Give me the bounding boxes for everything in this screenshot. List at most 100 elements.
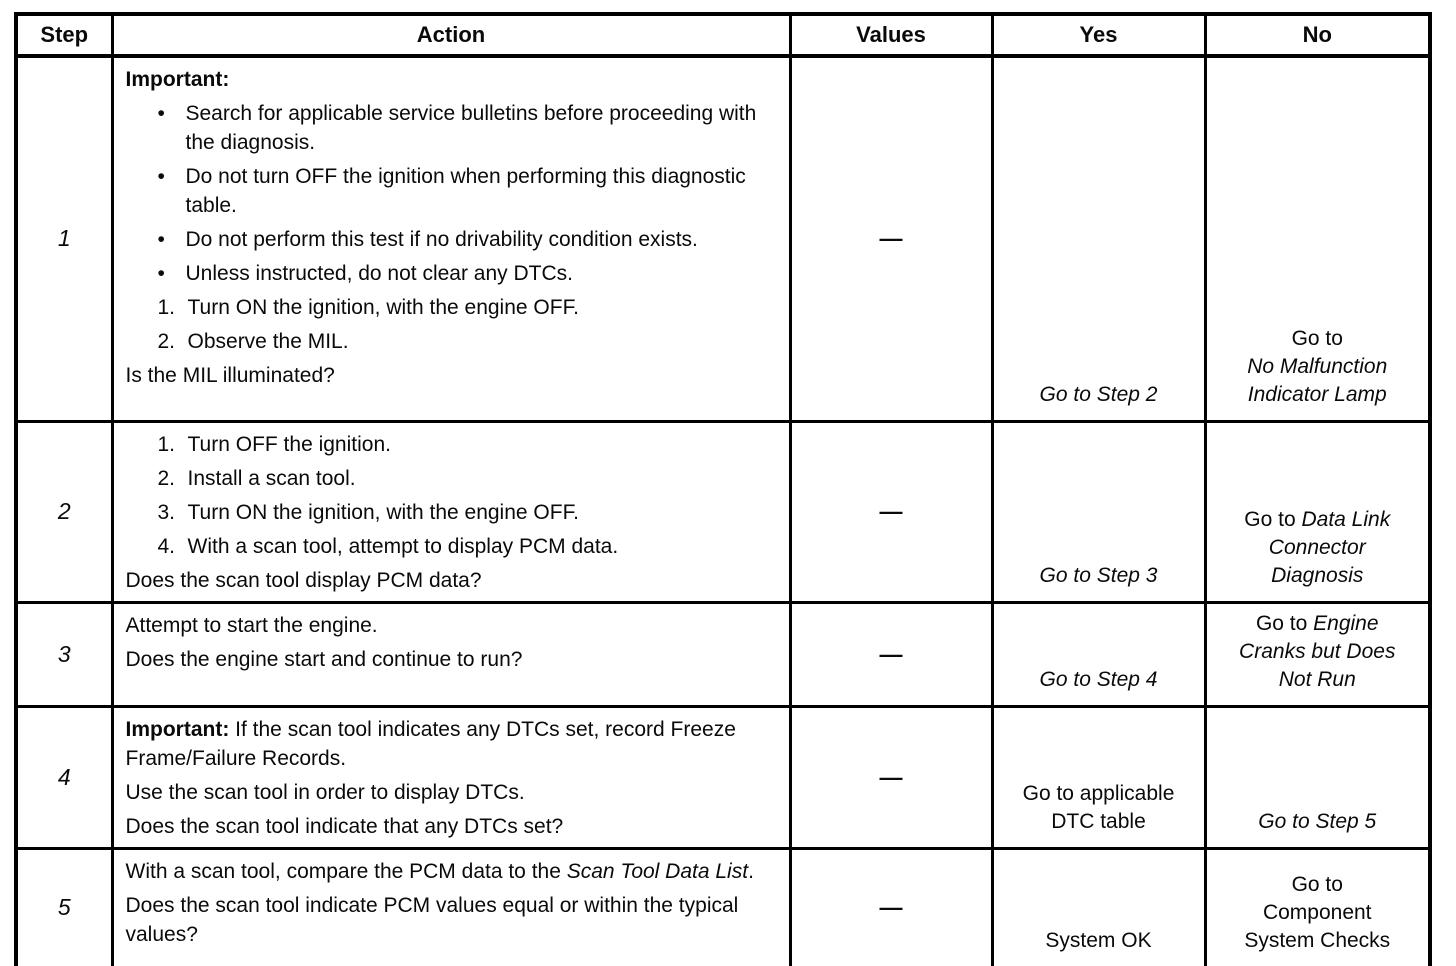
action-text: With a scan tool, compare the PCM data t…: [126, 857, 779, 886]
bullet-icon: •: [157, 228, 165, 251]
numbered-item-number: 2.: [157, 330, 176, 353]
action-cell: With a scan tool, compare the PCM data t…: [110, 846, 792, 966]
yes-cell: Go to Step 3: [990, 419, 1207, 604]
bullet-item: • Do not turn OFF the ignition when perf…: [126, 162, 779, 220]
no-cell: Go to Data Link Connector Diagnosis: [1203, 419, 1432, 604]
numbered-item-text: Turn ON the ignition, with the engine OF…: [187, 500, 579, 524]
bullet-item: • Search for applicable service bulletin…: [126, 99, 779, 157]
numbered-item: 1. Turn ON the ignition, with the engine…: [126, 293, 779, 322]
numbered-item-text: Turn OFF the ignition.: [187, 432, 391, 456]
goto-prefix: Go to: [1244, 507, 1302, 531]
table-row-step-5: 5 With a scan tool, compare the PCM data…: [14, 846, 1432, 966]
goto-line: Component: [1262, 901, 1372, 924]
bullet-text: Do not turn OFF the ignition when perfor…: [185, 165, 746, 217]
numbered-item-text: Install a scan tool.: [187, 466, 356, 490]
diagnostic-table: Step Action Values Yes No 1 Important: •…: [14, 12, 1432, 966]
header-yes: Yes: [990, 12, 1207, 58]
header-values: Values: [788, 12, 994, 58]
numbered-item-number: 1.: [157, 296, 176, 319]
goto-step-link: Go to Step 2: [1039, 382, 1158, 406]
numbered-item: 4. With a scan tool, attempt to display …: [126, 532, 779, 561]
yes-cell: System OK: [990, 846, 1207, 966]
no-cell: Go to Engine Cranks but Does Not Run: [1203, 600, 1432, 708]
numbered-item-number: 1.: [157, 432, 176, 456]
values-cell: —: [788, 704, 994, 850]
yes-cell: Go to applicable DTC table: [990, 704, 1207, 850]
step-number: 2: [14, 419, 114, 604]
bullet-text: Do not perform this test if no drivabili…: [185, 228, 698, 251]
header-no: No: [1203, 12, 1432, 58]
step-number: 4: [14, 704, 114, 850]
important-text: If the scan tool indicates any DTCs set,…: [125, 717, 736, 770]
values-cell: —: [788, 600, 994, 708]
action-cell: Important: If the scan tool indicates an…: [110, 704, 792, 850]
goto-prefix: Go to: [1255, 611, 1314, 635]
numbered-item: 2. Observe the MIL.: [126, 327, 779, 356]
yes-cell: Go to Step 4: [990, 600, 1207, 708]
question-text: Does the engine start and continue to ru…: [125, 647, 523, 671]
step-number: 1: [14, 54, 114, 423]
important-label: Important:: [125, 68, 230, 91]
goto-table-link: Go to Engine Cranks but Does Not Run: [1228, 610, 1406, 694]
table-row-step-1: 1 Important: • Search for applicable ser…: [14, 54, 1432, 423]
bullet-item: • Do not perform this test if no drivabi…: [126, 225, 779, 254]
goto-step-link: Go to Step 4: [1039, 667, 1158, 691]
bullet-icon: •: [157, 262, 165, 285]
numbered-item-text: Turn ON the ignition, with the engine OF…: [187, 296, 579, 319]
numbered-item-number: 2.: [157, 466, 176, 490]
goto-table-link: Go to No Malfunction Indicator Lamp: [1215, 325, 1421, 409]
goto-target: No Malfunction Indicator Lamp: [1247, 354, 1388, 406]
goto-table-link: Go to Component System Checks: [1215, 871, 1421, 955]
action-text: Use the scan tool in order to display DT…: [125, 780, 525, 804]
question-text: Is the MIL illuminated?: [125, 364, 335, 387]
numbered-item: 2. Install a scan tool.: [126, 464, 779, 493]
goto-target: Engine Cranks but Does Not Run: [1239, 611, 1396, 691]
header-step: Step: [14, 12, 114, 58]
goto-target: Data Link Connector Diagnosis: [1268, 507, 1391, 587]
result-text: System OK: [1045, 929, 1152, 952]
goto-line: Go to: [1291, 873, 1343, 896]
table-row-step-3: 3 Attempt to start the engine. Does the …: [14, 600, 1432, 708]
step-number: 5: [14, 846, 114, 966]
bullet-text: Unless instructed, do not clear any DTCs…: [185, 262, 574, 285]
goto-table-link: Go to applicable DTC table: [1022, 781, 1175, 833]
action-text-segment: .: [748, 859, 754, 883]
action-text: Attempt to start the engine.: [125, 613, 378, 637]
goto-step-link: Go to Step 3: [1039, 563, 1158, 587]
numbered-item-number: 4.: [157, 534, 176, 558]
yes-cell: Go to Step 2: [990, 54, 1207, 423]
action-text-segment: With a scan tool, compare the PCM data t…: [125, 859, 567, 883]
action-cell: Important: • Search for applicable servi…: [110, 54, 792, 423]
referenced-title: Scan Tool Data List: [566, 859, 749, 883]
table-header-row: Step Action Values Yes No: [14, 12, 1432, 58]
numbered-item: 3. Turn ON the ignition, with the engine…: [126, 498, 779, 527]
question-text: Does the scan tool indicate that any DTC…: [125, 814, 564, 838]
action-text: Important: If the scan tool indicates an…: [126, 715, 779, 773]
table-row-step-4: 4 Important: If the scan tool indicates …: [14, 704, 1432, 850]
bullet-icon: •: [157, 102, 165, 125]
goto-step-link: Go to Step 5: [1258, 809, 1377, 833]
table-row-step-2: 2 1. Turn OFF the ignition. 2. Install a…: [14, 419, 1432, 604]
no-cell: Go to Step 5: [1203, 704, 1432, 850]
goto-prefix: Go to: [1291, 326, 1343, 350]
action-cell: Attempt to start the engine. Does the en…: [110, 600, 792, 708]
numbered-item-text: With a scan tool, attempt to display PCM…: [187, 534, 619, 558]
numbered-item-number: 3.: [157, 500, 176, 524]
action-cell: 1. Turn OFF the ignition. 2. Install a s…: [110, 419, 792, 604]
no-cell: Go to Component System Checks: [1203, 846, 1432, 966]
bullet-text: Search for applicable service bulletins …: [185, 102, 757, 154]
header-action: Action: [110, 12, 792, 58]
values-cell: —: [788, 54, 994, 423]
bullet-item: • Unless instructed, do not clear any DT…: [126, 259, 779, 288]
values-cell: —: [788, 419, 994, 604]
bullet-icon: •: [157, 165, 165, 188]
numbered-item: 1. Turn OFF the ignition.: [126, 430, 779, 459]
question-text: Does the scan tool indicate PCM values e…: [125, 893, 739, 946]
goto-table-link: Go to Data Link Connector Diagnosis: [1234, 506, 1400, 590]
values-cell: —: [788, 846, 994, 966]
important-label: Important:: [125, 717, 230, 741]
no-cell: Go to No Malfunction Indicator Lamp: [1203, 54, 1432, 423]
numbered-item-text: Observe the MIL.: [187, 330, 349, 353]
question-text: Does the scan tool display PCM data?: [125, 568, 482, 592]
